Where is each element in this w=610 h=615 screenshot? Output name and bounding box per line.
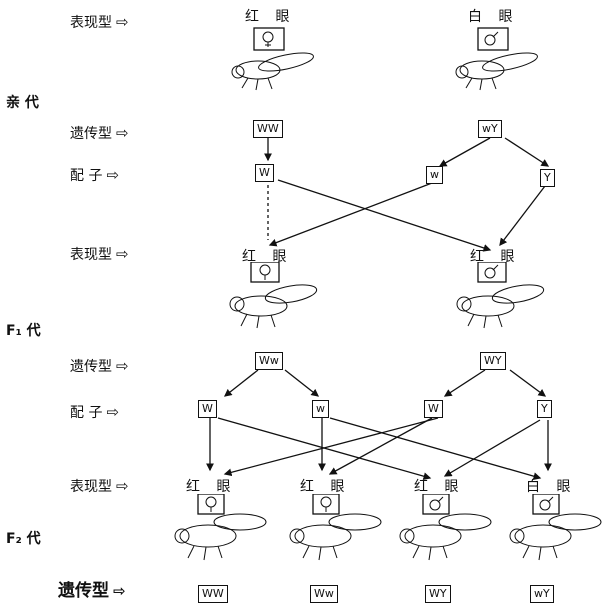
male-fly-icon [509,494,602,561]
right-arrow-icon: ⇨ [116,13,129,31]
f1-phenotype-row-label: 表现型⇨ [70,245,129,263]
f1-genotype-male: WY [480,352,506,370]
right-arrow-icon: ⇨ [116,124,129,142]
parent-phenotype-white: 白 眼 [468,9,519,25]
f1-gamete-w-female: w [312,400,329,418]
female-fly-icon [174,494,267,561]
right-arrow-icon: ⇨ [116,477,129,495]
right-arrow-icon: ⇨ [106,403,120,421]
f2-phenotype-3: 红 眼 [414,479,465,495]
f2-genotype-4: wY [530,585,554,603]
male-fly-icon [399,494,492,561]
f1-gamete-W-female: W [198,400,217,418]
male-fly-icon [455,27,538,91]
f2-genotype-3: WY [425,585,451,603]
female-fly-icon [231,27,314,91]
f2-phenotype-1: 红 眼 [186,479,237,495]
f1-gamete-W-male: W [424,400,443,418]
f1-genotype-row-label: 遗传型⇨ [70,357,129,375]
f2-phenotype-row-label: 表现型⇨ [70,477,129,495]
parent-phenotype-row-label: 表现型⇨ [70,13,129,31]
f2-generation-label: F₂ 代 [6,531,41,547]
parent-generation-label: 亲 代 [6,95,39,111]
f2-genotype-2: Ww [310,585,338,603]
parent-genotype-row-label: 遗传型⇨ [70,124,129,142]
right-arrow-icon: ⇨ [116,357,129,375]
f1-gamete-Y-male: Y [537,400,552,418]
parent-genotype-red: WW [253,120,283,138]
right-arrow-icon: ⇨ [116,245,129,263]
f2-phenotype-2: 红 眼 [300,479,351,495]
right-arrow-icon: ⇨ [106,166,120,184]
f2-phenotype-4: 白 眼 [526,479,577,495]
parent-gamete-Y: Y [540,169,555,187]
f2-genotype-row-label: 遗传型⇨ [58,581,126,601]
f2-genotype-1: WW [198,585,228,603]
f1-phenotype-female: 红 眼 [242,249,293,265]
f1-gamete-row-label: 配 子⇨ [70,403,120,421]
parent-phenotype-red: 红 眼 [245,9,296,25]
f1-generation-label: F₁ 代 [6,323,41,339]
right-arrow-icon: ⇨ [113,582,126,600]
female-fly-icon [289,494,382,561]
f1-genotype-female: Ww [255,352,283,370]
male-fly-icon [456,262,545,329]
parent-gamete-row-label: 配 子⇨ [70,166,120,184]
parent-gamete-W: W [255,164,274,182]
f1-phenotype-male: 红 眼 [470,249,521,265]
parent-genotype-white: wY [478,120,502,138]
female-fly-icon [229,262,318,329]
parent-gamete-w: w [426,166,443,184]
